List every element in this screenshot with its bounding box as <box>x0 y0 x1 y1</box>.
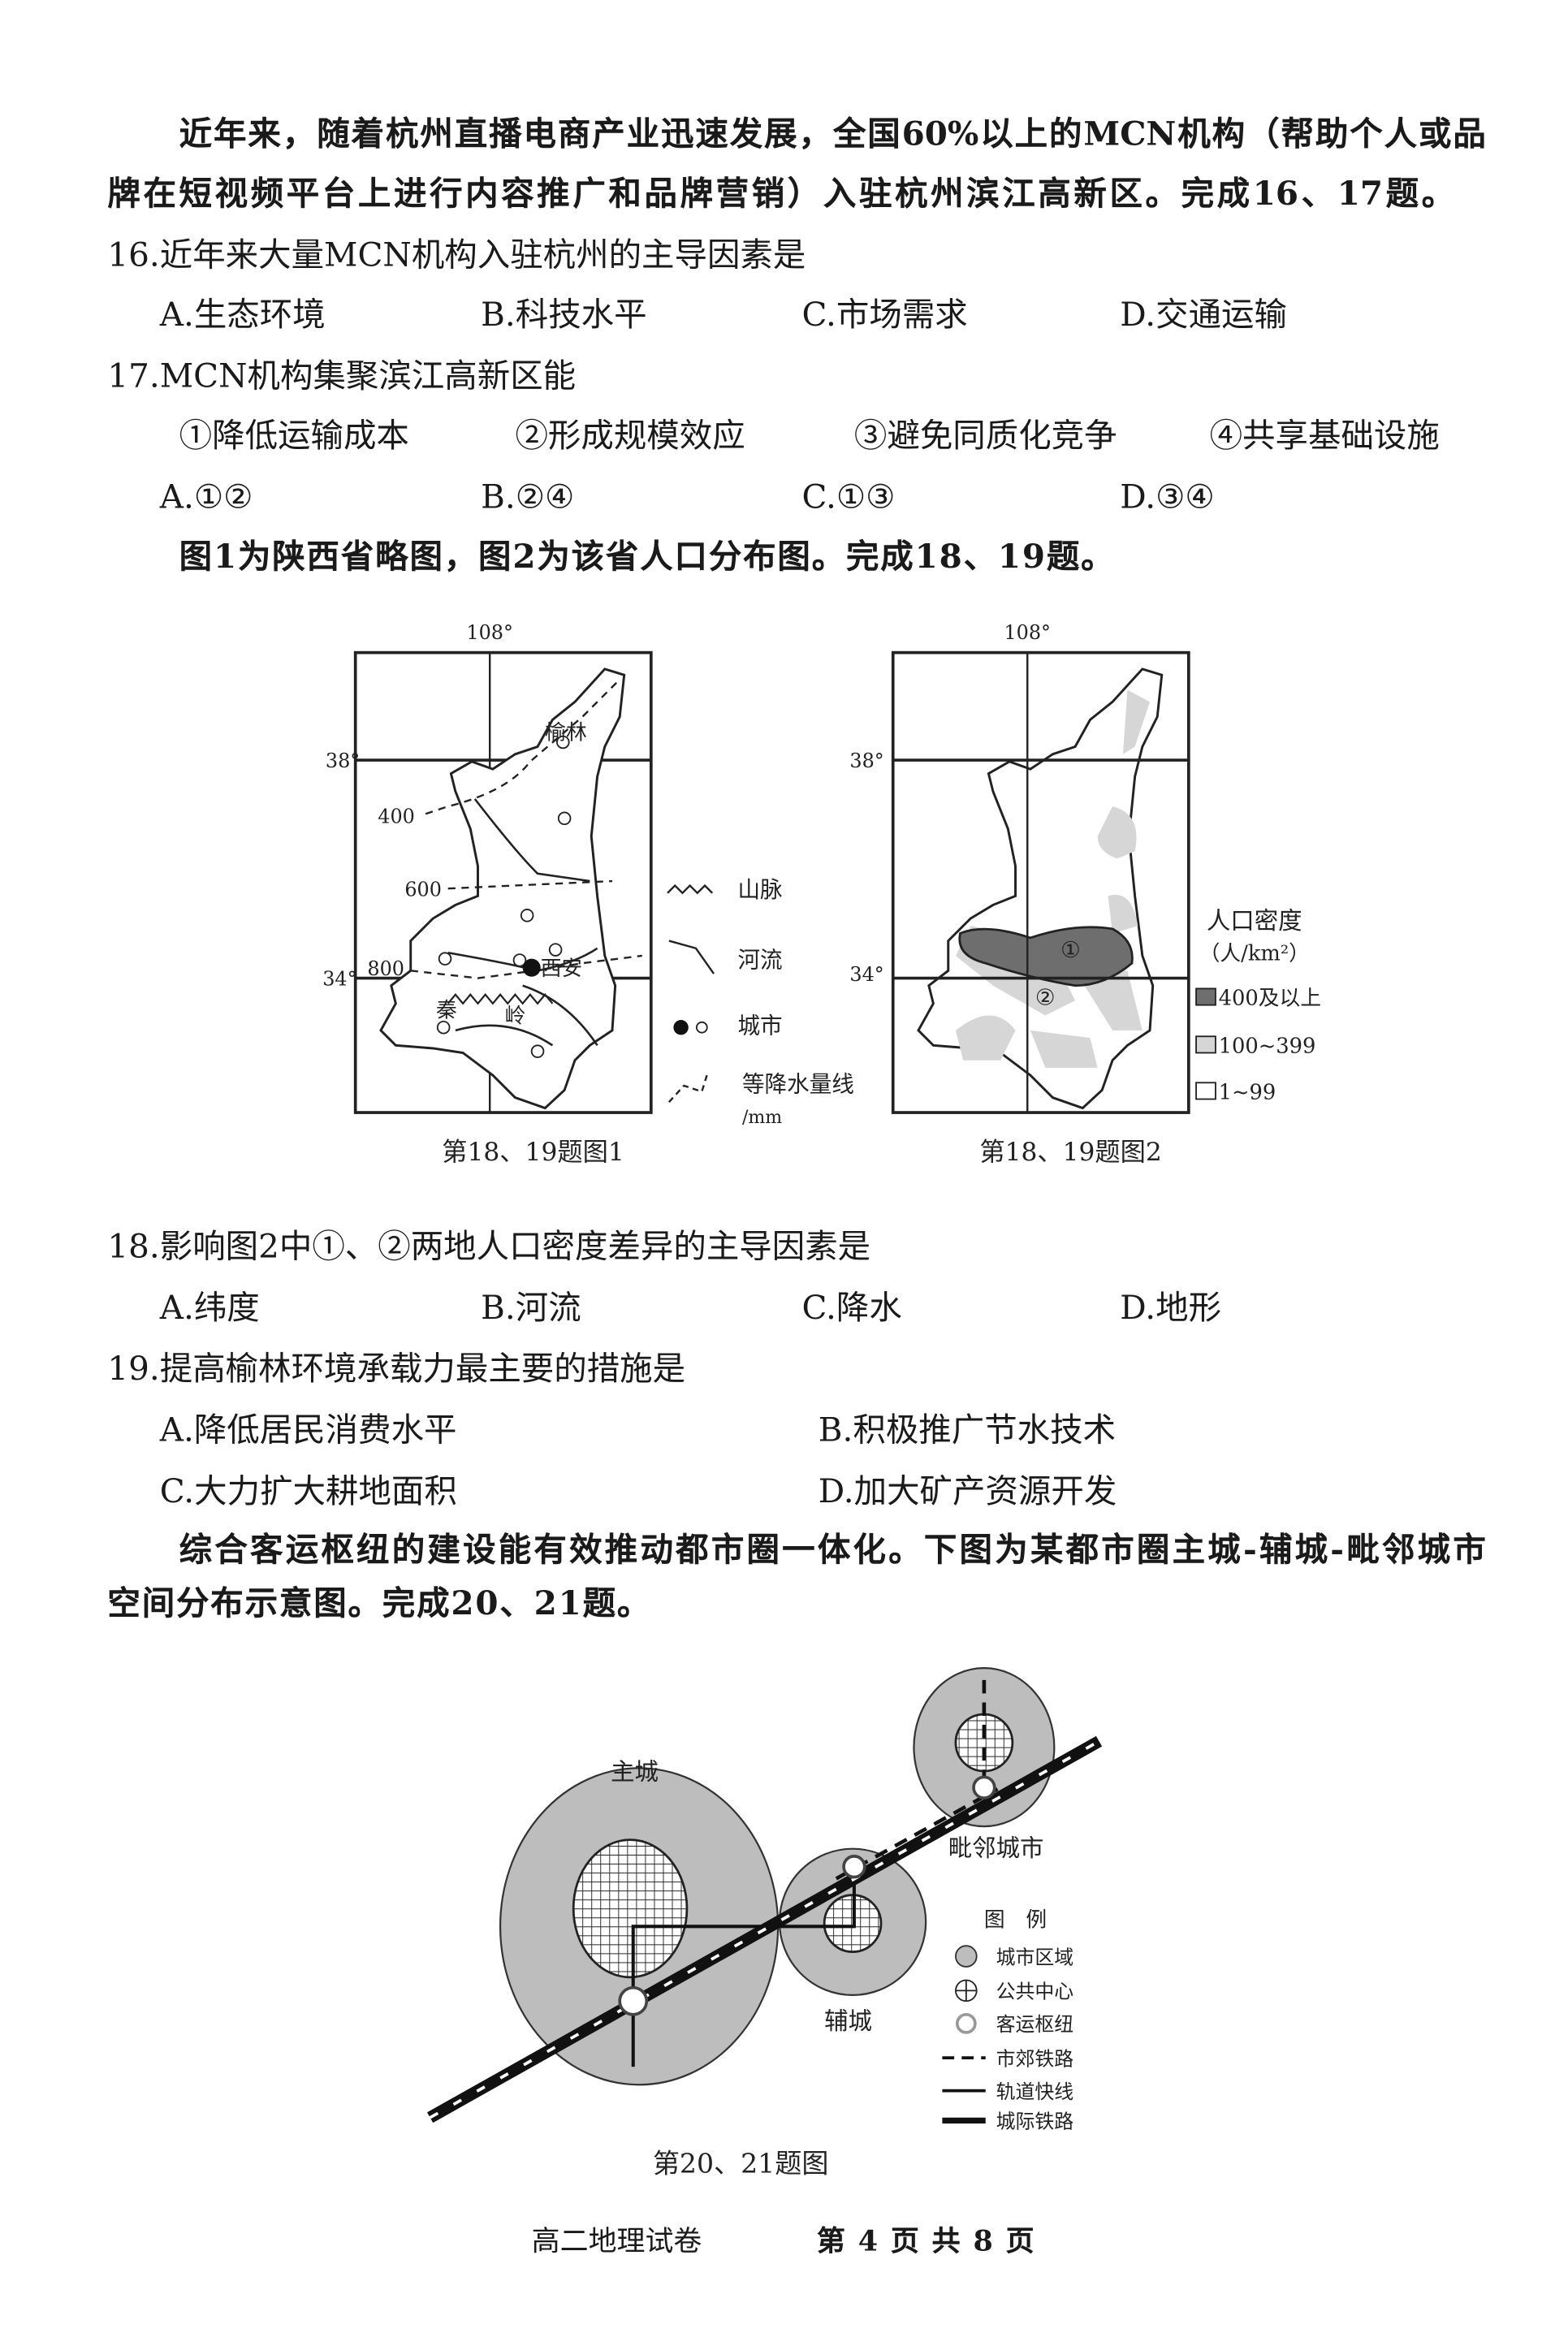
city-area-legend-icon <box>955 1945 978 1968</box>
intro-18-19: 图1为陕西省略图，图2为该省人口分布图。完成18、19题。 <box>179 538 1116 577</box>
legend-item-hub: 客运枢纽 <box>996 2013 1074 2036</box>
fig3-caption: 第20、21题图 <box>653 2148 829 2180</box>
region-marker-1: ① <box>1060 936 1081 963</box>
intercity-railway-dashes <box>429 1739 1100 2119</box>
isohyet-400-label: 400 <box>378 805 415 827</box>
q18-option-a[interactable]: A.纬度 <box>159 1290 260 1328</box>
figure-1-shaanxi-map: 108° 38° 34° 400 600 800 榆林 西安 秦 岭 山脉 河流… <box>322 621 854 1128</box>
density-low-label: 1~99 <box>1219 1081 1276 1105</box>
q16-option-c[interactable]: C.市场需求 <box>801 296 968 335</box>
fig2-lon-label: 108° <box>1004 621 1051 644</box>
q17-option-d[interactable]: D.③④ <box>1120 479 1215 517</box>
footer-page-number: 第 4 页 共 8 页 <box>816 2225 1036 2258</box>
city-dot <box>512 953 527 967</box>
legend-item-public-center: 公共中心 <box>996 1981 1074 2003</box>
q17-item-4: ④共享基础设施 <box>1209 417 1440 456</box>
legend-isohyet-label: 等降水量线 <box>742 1070 854 1097</box>
q19-option-b[interactable]: B.积极推广节水技术 <box>818 1412 1117 1450</box>
fig1-lat34-label: 34° <box>322 968 356 991</box>
qinling-mountain-line <box>447 993 554 1005</box>
density-low-swatch <box>1195 1082 1216 1100</box>
density-high-swatch <box>1195 987 1216 1006</box>
density-high-area <box>958 926 1134 987</box>
city-dot <box>556 735 570 750</box>
legend-item-express: 轨道快线 <box>996 2080 1074 2103</box>
density-mid-swatch <box>1195 1035 1216 1054</box>
q17-option-b[interactable]: B.②④ <box>481 479 575 517</box>
figure-2-population-map: ① ② 108° 38° 34° 人口密度 （人/km²） 400及以上 100… <box>849 621 1321 1114</box>
q18-option-d[interactable]: D.地形 <box>1120 1290 1222 1328</box>
q18-option-c[interactable]: C.降水 <box>801 1290 902 1328</box>
q17-option-c[interactable]: C.①③ <box>801 479 896 517</box>
question-16-stem: 16.近年来大量MCN机构入驻杭州的主导因素是 <box>107 237 806 275</box>
city-label-xian: 西安 <box>541 957 582 981</box>
intro-20-21-line2: 空间分布示意图。完成20、21题。 <box>107 1584 652 1623</box>
intro-16-17-line1: 近年来，随着杭州直播电商产业迅速发展，全国60%以上的MCN机构（帮助个人或品 <box>179 114 1486 154</box>
q16-option-d[interactable]: D.交通运输 <box>1120 296 1287 335</box>
figure-3-metro-area-diagram: 主城 辅城 毗邻城市 图 例 城市区域 公共中心 客运枢纽 市郊铁路 轨道快线 … <box>427 1667 1103 2133</box>
intro-20-21-line1: 综合客运枢纽的建设能有效推动都市圈一体化。下图为某都市圈主城-辅城-毗邻城市 <box>179 1530 1486 1570</box>
q18-option-b[interactable]: B.河流 <box>481 1290 581 1328</box>
region-marker-2: ② <box>1035 984 1056 1011</box>
city-dot <box>557 811 572 826</box>
adjacent-city-public-center <box>954 1713 1014 1773</box>
question-19-stem: 19.提高榆林环境承载力最主要的措施是 <box>107 1351 686 1389</box>
q19-option-a[interactable]: A.降低居民消费水平 <box>159 1412 457 1450</box>
fig1-lat38-label: 38° <box>326 750 360 772</box>
legend-item-intercity: 城际铁路 <box>996 2111 1074 2133</box>
main-city-public-center <box>572 1838 689 1979</box>
density-legend-unit: （人/km²） <box>1199 941 1310 966</box>
public-center-legend-cross <box>955 1980 977 2002</box>
fig2-lat38-label: 38° <box>849 750 883 772</box>
legend-river-label: 河流 <box>737 947 782 974</box>
main-city-label: 主城 <box>611 1758 659 1786</box>
mountain-label-qin: 秦 <box>436 998 457 1022</box>
q16-option-a[interactable]: A.生态环境 <box>159 296 326 335</box>
city-dot <box>548 943 563 957</box>
legend-isohyet-unit: /mm <box>742 1108 782 1128</box>
density-high-label: 400及以上 <box>1219 987 1321 1011</box>
city-dot <box>520 909 534 922</box>
question-17-stem: 17.MCN机构集聚滨江高新区能 <box>107 358 577 396</box>
q17-option-a[interactable]: A.①② <box>159 479 253 517</box>
fig2-lat34-label: 34° <box>849 963 883 986</box>
river-legend-icon <box>668 940 715 974</box>
isohyet-800-label: 800 <box>367 957 404 980</box>
sub-city-label: 辅城 <box>824 2007 872 2035</box>
mountain-legend-icon <box>667 884 714 895</box>
q17-item-1: ①降低运输成本 <box>179 417 409 456</box>
city-dot <box>438 952 452 966</box>
isohyet-600-label: 600 <box>404 878 442 901</box>
legend-item-city-area: 城市区域 <box>996 1946 1074 1968</box>
q19-option-d[interactable]: D.加大矿产资源开发 <box>818 1474 1117 1512</box>
fig1-lon-label: 108° <box>466 621 513 644</box>
density-mid-label: 100~399 <box>1219 1034 1316 1058</box>
city-dot <box>530 1044 545 1058</box>
q17-item-2: ②形成规模效应 <box>515 417 745 456</box>
adjacent-city-label: 毗邻城市 <box>948 1834 1044 1862</box>
town-legend-icon <box>695 1021 708 1034</box>
question-18-stem: 18.影响图2中①、②两地人口密度差异的主导因素是 <box>107 1229 871 1267</box>
fig1-caption: 第18、19题图1 <box>442 1138 624 1167</box>
legend-mountain-label: 山脉 <box>737 876 782 903</box>
legend-item-suburban: 市郊铁路 <box>996 2047 1074 2070</box>
fig2-caption: 第18、19题图2 <box>979 1138 1161 1167</box>
hub-legend-icon <box>955 2012 977 2034</box>
footer-subject: 高二地理试卷 <box>531 2225 702 2258</box>
isohyet-legend-icon <box>667 1072 709 1103</box>
density-legend-title: 人口密度 <box>1207 907 1302 935</box>
legend-city-label: 城市 <box>737 1013 782 1039</box>
city-label-yulin: 榆林 <box>545 720 586 745</box>
q16-option-b[interactable]: B.科技水平 <box>481 296 647 335</box>
city-dot <box>436 1020 451 1035</box>
legend-title: 图 例 <box>984 1907 1047 1932</box>
q17-item-3: ③避免同质化竞争 <box>853 417 1117 456</box>
xian-capital-dot <box>522 958 541 977</box>
mountain-label-ling: 岭 <box>505 1004 526 1029</box>
passenger-hub-icons <box>618 1775 996 2016</box>
city-legend-icon <box>673 1020 689 1035</box>
intro-16-17-line2: 牌在短视频平台上进行内容推广和品牌营销）入驻杭州滨江高新区。完成16、17题。 <box>107 175 1455 214</box>
q19-option-c[interactable]: C.大力扩大耕地面积 <box>159 1474 457 1512</box>
